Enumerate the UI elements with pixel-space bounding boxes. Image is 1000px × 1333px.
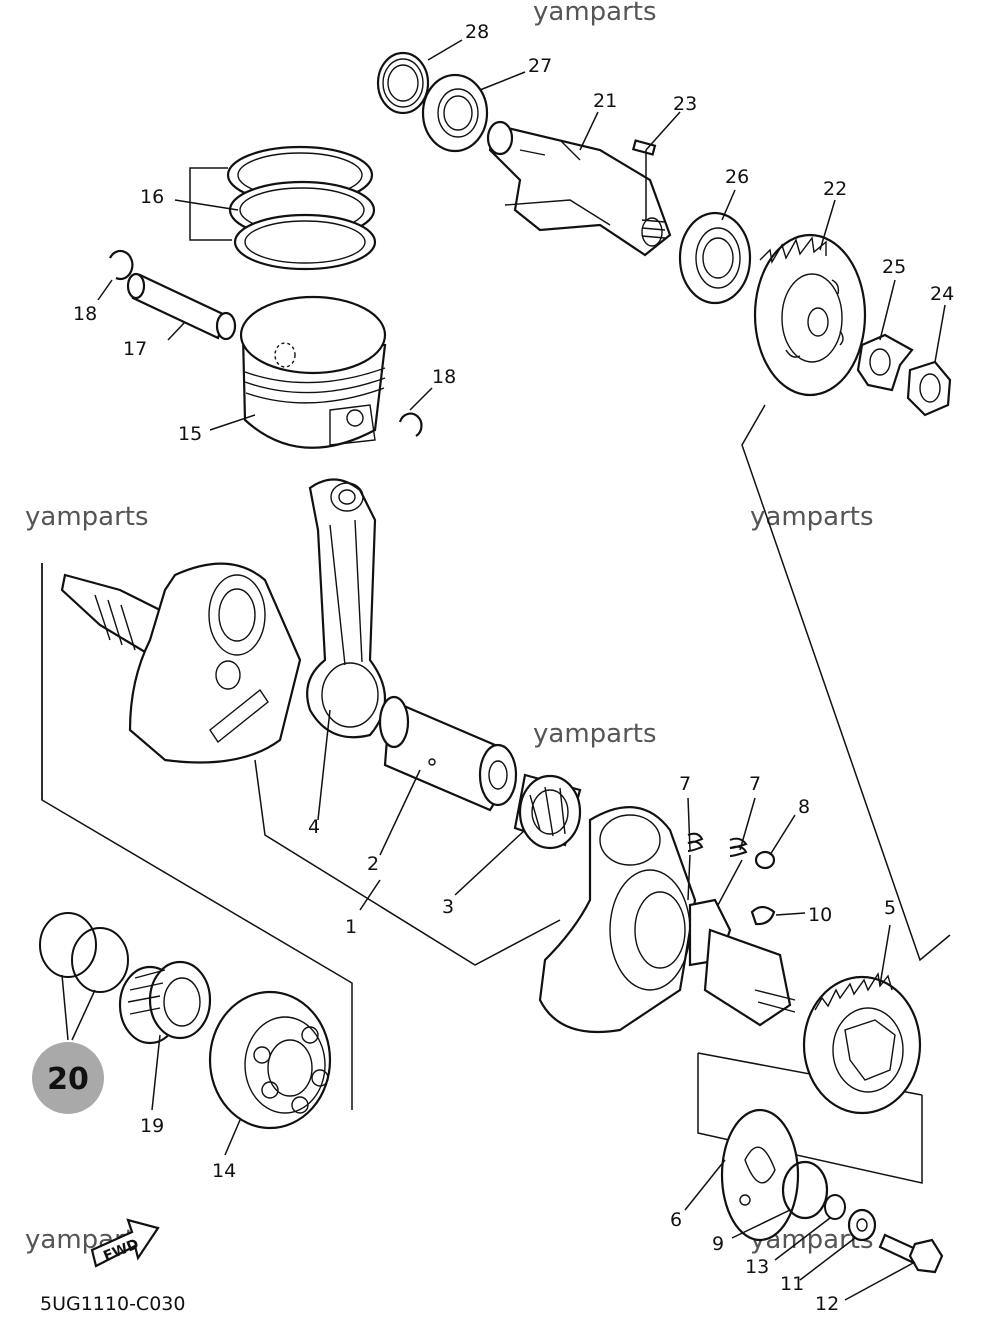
watermark-center: yamparts	[533, 719, 657, 749]
assembly-bracket-lines	[41, 404, 951, 1184]
callout-7-right: 7	[749, 773, 761, 795]
callout-27: 27	[528, 55, 552, 77]
callout-9: 9	[712, 1233, 724, 1255]
callout-18-left: 18	[73, 303, 97, 325]
catalog-code: 5UG1110-C030	[40, 1293, 185, 1315]
piston-ring-set-20	[39, 912, 129, 993]
callout-11: 11	[780, 1273, 804, 1295]
spacer-19	[118, 960, 212, 1045]
callout-numbers: 28 27 21 23 26 22 25 24 16 18 17 18 15 4…	[73, 21, 954, 1315]
spring-7-right	[729, 837, 748, 857]
callout-12: 12	[815, 1293, 839, 1315]
balancer-gear-22	[753, 233, 867, 397]
callout-2: 2	[367, 853, 379, 875]
callout-26: 26	[725, 166, 749, 188]
piston-pin-17	[126, 272, 237, 341]
callout-18-right: 18	[432, 366, 456, 388]
callout-3: 3	[442, 896, 454, 918]
plate-6	[720, 1108, 800, 1242]
spring-7-left	[687, 832, 704, 852]
washer-11	[847, 1208, 877, 1242]
callout-5: 5	[884, 897, 896, 919]
circlip-18-top	[109, 249, 134, 281]
woodruff-key-10	[750, 905, 776, 926]
watermark-top: yamparts	[533, 0, 657, 27]
callout-23: 23	[673, 93, 697, 115]
callout-13: 13	[745, 1256, 769, 1278]
primary-drive-gear-5	[802, 972, 922, 1115]
crankshaft-left	[60, 562, 302, 764]
callout-6: 6	[670, 1209, 682, 1231]
plunger-8	[754, 850, 776, 870]
callout-17: 17	[123, 338, 147, 360]
callout-21: 21	[593, 90, 617, 112]
watermark-right: yamparts	[750, 502, 874, 532]
callout-8: 8	[798, 796, 810, 818]
needle-bearing-3	[513, 773, 582, 850]
bolt-12	[878, 1233, 944, 1274]
callout-25: 25	[882, 256, 906, 278]
bearing-26	[678, 211, 752, 305]
callout-16: 16	[140, 186, 164, 208]
bearing-27	[421, 73, 489, 153]
connecting-rod-4	[306, 478, 387, 739]
lock-washer-25	[856, 333, 914, 392]
crankshaft-right	[538, 806, 796, 1034]
callout-28: 28	[465, 21, 489, 43]
callout-7-left: 7	[679, 773, 691, 795]
circlip-18-right	[398, 412, 423, 437]
piston-15	[239, 295, 387, 449]
circlip-9	[781, 1160, 829, 1220]
bearing-14	[208, 990, 332, 1130]
piston-rings-16	[226, 145, 377, 271]
callout-19: 19	[140, 1115, 164, 1137]
nut-24	[906, 360, 952, 417]
crank-pin-2	[378, 695, 518, 812]
callout-4: 4	[308, 816, 320, 838]
callout-24: 24	[930, 283, 954, 305]
oil-seal-28	[376, 51, 430, 115]
badge-20-text: 20	[47, 1062, 89, 1097]
callout-22: 22	[823, 178, 847, 200]
balancer-shaft-21	[486, 120, 672, 257]
key-23	[631, 139, 657, 156]
callout-14: 14	[212, 1160, 236, 1182]
callout-1: 1	[345, 916, 357, 938]
o-ring-13	[824, 1194, 846, 1220]
badge-20: 20	[32, 1042, 104, 1114]
leader-lines	[61, 39, 946, 1301]
callout-15: 15	[178, 423, 202, 445]
callout-10: 10	[808, 904, 832, 926]
watermark-left: yamparts	[25, 502, 149, 532]
